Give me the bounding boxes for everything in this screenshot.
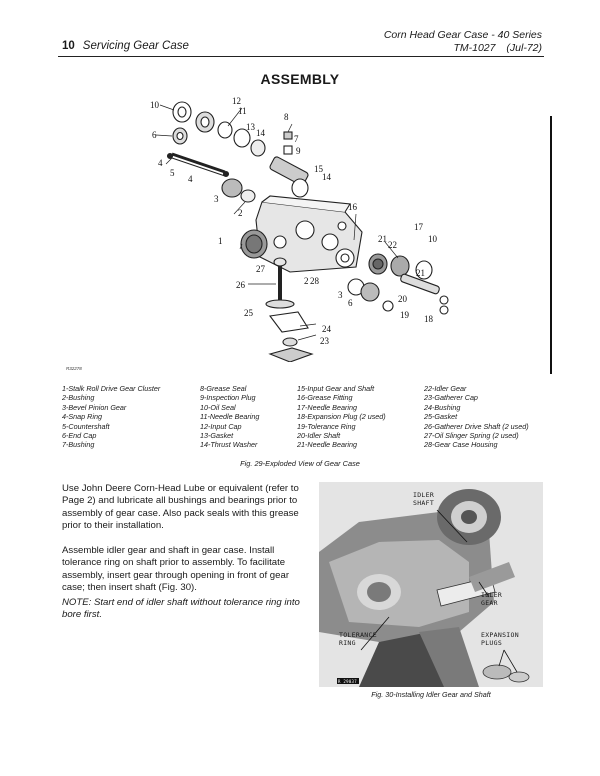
header-rule: [58, 56, 544, 57]
figure-29-image-number: R32278: [66, 366, 82, 371]
callout-number: 13: [246, 122, 256, 132]
legend-item: 21-Needle Bearing: [297, 440, 357, 450]
legend-column-2: 8-Grease Seal 9-Inspection Plug 10-Oil S…: [200, 384, 259, 450]
callout-number: 3: [338, 290, 343, 300]
note-idler-shaft: NOTE: Start end of idler shaft without t…: [62, 597, 300, 621]
callout-number: 6: [348, 298, 353, 308]
callout-number: 25: [244, 308, 254, 318]
callout-number: 7: [294, 134, 299, 144]
legend-item: 17-Needle Bearing: [297, 402, 357, 412]
paragraph-lubrication: Use John Deere Corn-Head Lube or equival…: [62, 483, 299, 532]
callout-number: 10: [150, 100, 160, 110]
callout-number: 10: [428, 234, 438, 244]
legend-item: 26-Gatherer Drive Shaft (2 used): [424, 421, 529, 431]
callout-number: 5: [170, 168, 175, 178]
label-tolerance-ring: TOLERANCE RING: [339, 631, 377, 647]
callout-number: 20: [398, 294, 408, 304]
legend-item: 16-Grease Fitting: [297, 393, 353, 403]
page-heading: ASSEMBLY: [260, 71, 340, 87]
legend-item: 15-Input Gear and Shaft: [297, 384, 375, 393]
manual-number: TM-1027: [453, 42, 496, 54]
photo-illustration: [319, 482, 543, 687]
legend-item: 7-Bushing: [62, 440, 95, 450]
callout-number: 3: [214, 194, 219, 204]
callout-number: 4: [188, 174, 193, 184]
callout-number: 26: [236, 280, 246, 290]
legend-item: 22-Idler Gear: [424, 384, 467, 393]
callout-number: 14: [322, 172, 332, 182]
label-idler-shaft: IDLER SHAFT: [413, 491, 435, 507]
legend-item: 20-Idler Shaft: [297, 431, 341, 441]
callout-number: 4: [158, 158, 163, 168]
section-title: Servicing Gear Case: [82, 40, 189, 52]
label-idler-gear: IDLER GEAR: [481, 591, 503, 607]
legend-item: 14-Thrust Washer: [200, 440, 258, 450]
paragraph-assemble-idler: Assemble idler gear and shaft in gear ca…: [62, 545, 290, 594]
callout-number: 24: [322, 324, 332, 334]
legend-item: 28-Gear Case Housing: [424, 440, 498, 450]
callout-number: 21: [416, 268, 425, 278]
callout-number: 6: [152, 130, 157, 140]
callout-number: 16: [348, 202, 358, 212]
legend-item: 24-Bushing: [424, 402, 461, 412]
callout-number: 22: [388, 240, 397, 250]
callout-number: 2: [304, 276, 309, 286]
legend-column-3: 15-Input Gear and Shaft 16-Grease Fittin…: [297, 384, 386, 450]
callout-number: 23: [320, 336, 330, 346]
running-header-left: 10 Servicing Gear Case: [62, 40, 189, 52]
figure-29-caption: Fig. 29-Exploded View of Gear Case: [240, 459, 360, 468]
callout-number: 2: [238, 208, 243, 218]
callout-number: 21: [378, 234, 387, 244]
callout-number: 18: [424, 314, 434, 324]
legend-column-1: 1-Stalk Roll Drive Gear Cluster 2-Bushin…: [62, 384, 160, 450]
legend-item: 9-Inspection Plug: [200, 393, 256, 403]
legend-item: 4-Snap Ring: [62, 412, 102, 422]
legend-item: 19-Tolerance Ring: [297, 421, 356, 431]
callout-number: 9: [296, 146, 301, 156]
legend-item: 10-Oil Seal: [200, 402, 236, 412]
callout-number: 1: [218, 236, 223, 246]
legend-column-4: 22-Idler Gear 23-Gatherer Cap 24-Bushing…: [424, 384, 529, 450]
manual-id-row: TM-1027 (Jul-72): [384, 42, 542, 55]
legend-item: 8-Grease Seal: [200, 384, 247, 393]
callout-number: 27: [256, 264, 266, 274]
callout-number: 19: [400, 310, 410, 320]
legend-item: 23-Gatherer Cap: [424, 393, 478, 403]
callout-number: 8: [284, 112, 289, 122]
label-expansion-plugs: EXPANSION PLUGS: [481, 631, 519, 647]
legend-item: 5-Countershaft: [62, 421, 110, 431]
callout-number: 17: [414, 222, 424, 232]
callout-number: 15: [314, 164, 324, 174]
legend-item: 13-Gasket: [200, 431, 234, 441]
callout-number: 12: [232, 96, 241, 106]
manual-date: (Jul-72): [506, 42, 542, 54]
legend-item: 18-Expansion Plug (2 used): [297, 412, 386, 422]
legend-item: 27-Oil Slinger Spring (2 used): [424, 431, 519, 441]
figure-30-image-number: R 29037: [338, 679, 357, 684]
manual-title: Corn Head Gear Case - 40 Series: [383, 29, 542, 41]
legend-item: 2-Bushing: [62, 393, 95, 403]
revision-bar: [550, 116, 552, 374]
callout-number: 14: [256, 128, 266, 138]
figure-30-caption: Fig. 30-Installing Idler Gear and Shaft: [371, 690, 491, 699]
running-header-right: Corn Head Gear Case - 40 Series TM-1027 …: [384, 29, 542, 55]
legend-item: 6-End Cap: [62, 431, 97, 441]
figure-30-photo: IDLER SHAFT IDLER GEAR TOLERANCE RING EX…: [319, 482, 543, 687]
page-number: 10: [62, 40, 75, 52]
legend-item: 11-Needle Bearing: [200, 412, 260, 422]
callout-number: 28: [310, 276, 320, 286]
legend-item: 3-Bevel Pinion Gear: [62, 402, 127, 412]
legend-item: 25-Gasket: [424, 412, 458, 422]
callout-number: 11: [238, 106, 247, 116]
legend-item: 1-Stalk Roll Drive Gear Cluster: [62, 384, 161, 393]
legend-item: 12-Input Cap: [200, 421, 242, 431]
